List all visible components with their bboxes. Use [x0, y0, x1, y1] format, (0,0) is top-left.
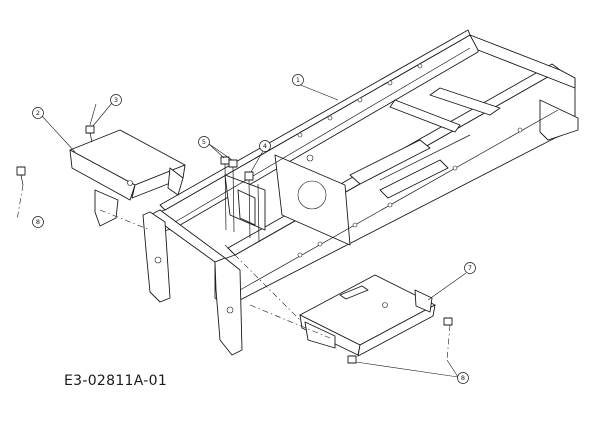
alignment-lines	[16, 184, 451, 361]
callout-7: 7	[427, 262, 476, 301]
svg-text:1: 1	[296, 76, 300, 84]
bolt-top	[85, 125, 95, 143]
right-footrest-plate	[299, 274, 436, 357]
callout-8-left: 8	[32, 216, 44, 228]
callout-4: 4	[250, 140, 271, 173]
bolt-bottom-2	[347, 355, 357, 364]
svg-text:7: 7	[468, 264, 472, 272]
callout-3: 3	[92, 94, 122, 127]
svg-text:4: 4	[263, 142, 267, 150]
callout-8-top	[89, 103, 97, 126]
svg-text:5: 5	[202, 138, 206, 146]
svg-text:8: 8	[461, 374, 465, 382]
callout-8-bottom: 8	[355, 359, 469, 384]
drawing-code: E3-02811A-01	[64, 373, 168, 389]
bolt-bottom-1	[443, 317, 453, 326]
callout-5: 5	[198, 136, 233, 161]
svg-text:8: 8	[36, 218, 40, 226]
pin-set	[220, 156, 260, 243]
svg-text:2: 2	[36, 109, 40, 117]
callout-1: 1	[292, 74, 339, 101]
svg-text:3: 3	[114, 96, 118, 104]
bolt-left	[16, 166, 26, 186]
callout-2: 2	[32, 107, 76, 153]
left-footrest-plate	[69, 129, 186, 227]
main-frame	[142, 29, 579, 356]
